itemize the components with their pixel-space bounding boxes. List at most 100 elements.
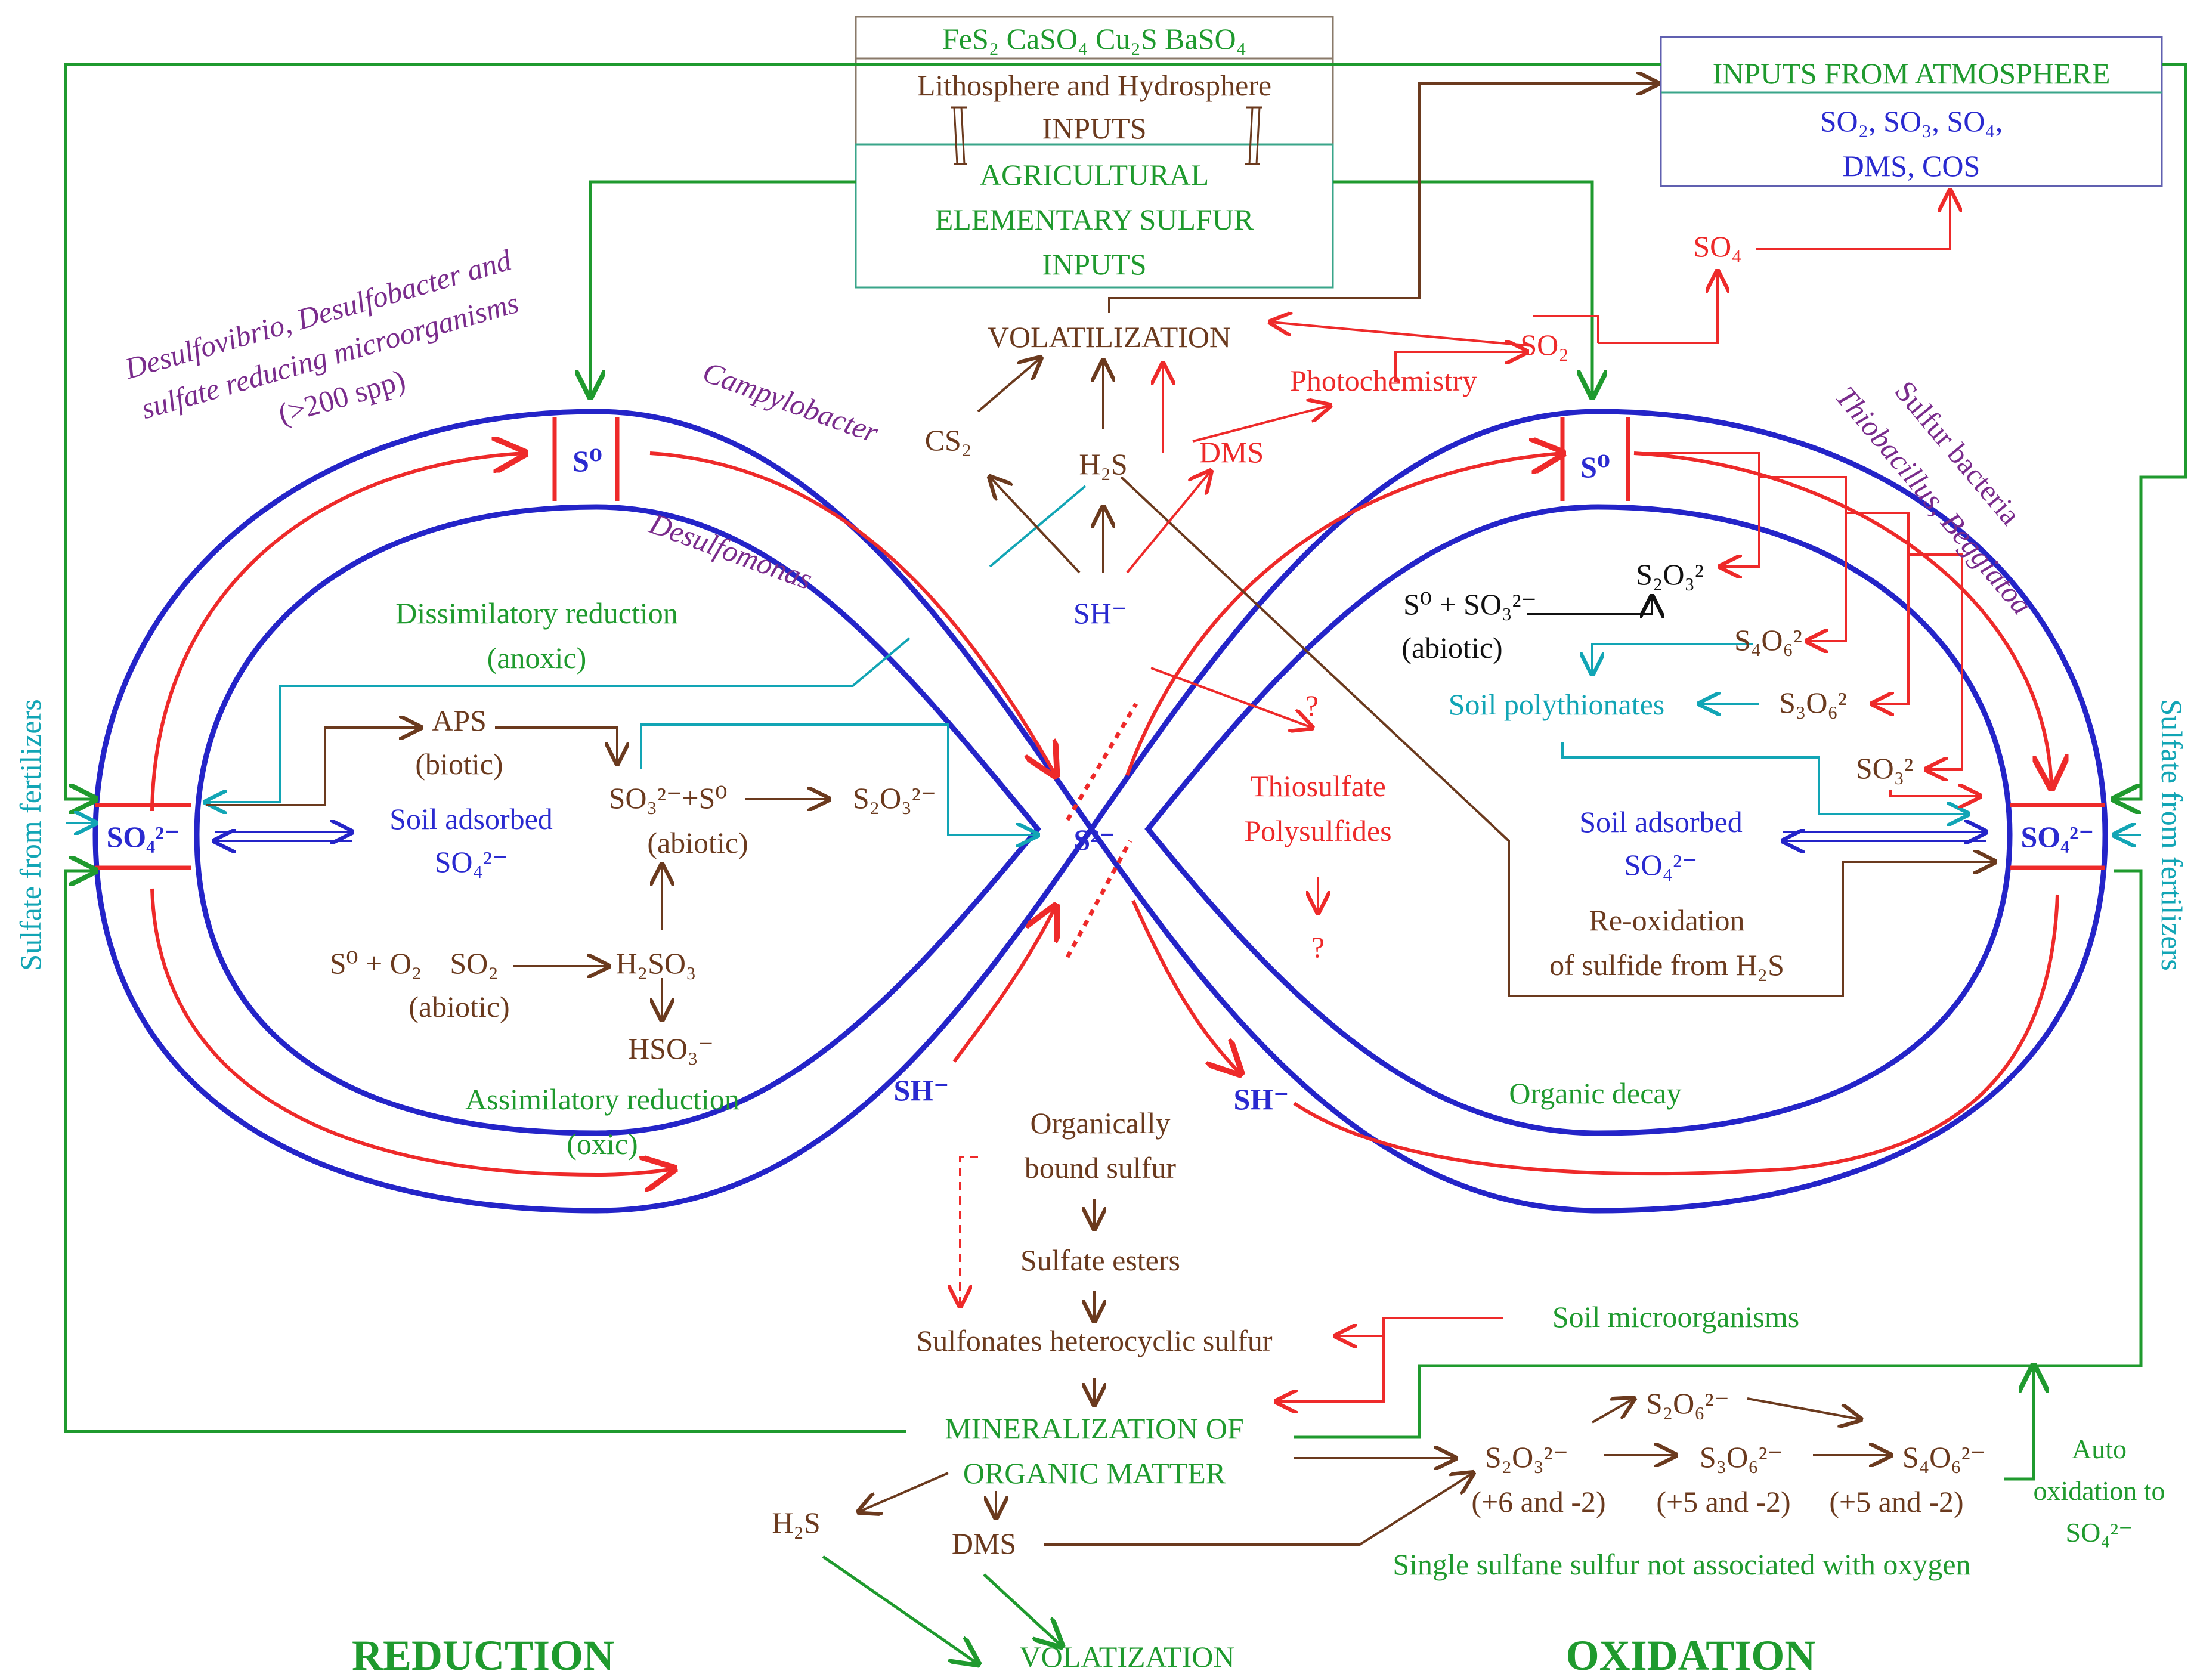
- s2o3-left-label: S₂O₃²⁻: [853, 781, 936, 815]
- left-fertilizer-label: Sulfate from fertilizers: [14, 699, 47, 970]
- dotted-connectors: [1065, 703, 1138, 958]
- inner-ring-right: [1144, 504, 2013, 1136]
- so3-right-label: SO₃²: [1856, 751, 1913, 785]
- h2so3-label: H₂SO₃: [616, 946, 697, 980]
- sh-right-label: SH⁻: [1233, 1082, 1289, 1116]
- s2o3-right-label: S₂O₃²: [1636, 558, 1704, 591]
- atmosphere-box: [1660, 36, 2163, 187]
- lithosphere-label: Lithosphere and Hydrosphere: [917, 69, 1271, 102]
- assimilatory-label: Assimilatory reduction: [465, 1082, 739, 1116]
- question-mark-1: ?: [1305, 689, 1319, 722]
- so2-left-label: SO₂: [450, 946, 498, 980]
- desulfomonas-label: Desulfomonas: [645, 506, 817, 596]
- auto-oxidation-1: Auto: [2072, 1434, 2127, 1464]
- species-bars: [95, 417, 2105, 870]
- red-connectors: [1126, 191, 1980, 1401]
- soil-adsorbed-exchange: [215, 832, 1986, 841]
- so4-left-label: SO₄²⁻: [106, 820, 180, 853]
- h2s-top-label: H₂S: [1079, 447, 1127, 481]
- dissimilatory-label: Dissimilatory reduction: [395, 596, 678, 630]
- oxidation-state-3: (+5 and -2): [1829, 1485, 1963, 1518]
- black-arrow: [1527, 596, 1652, 614]
- so4-atm-label: SO₄: [1693, 230, 1741, 263]
- cs2-label: CS₂: [925, 423, 972, 457]
- polysulfides-label: Polysulfides: [1244, 814, 1391, 847]
- sh-left-label: SH⁻: [893, 1073, 949, 1107]
- organic-decay-label: Organic decay: [1509, 1076, 1681, 1110]
- teal-connectors: [66, 485, 2141, 835]
- anoxic-label: (anoxic): [487, 641, 587, 675]
- campylobacter-label: Campylobacter: [698, 355, 883, 449]
- aps-label: APS: [432, 704, 487, 737]
- soil-adsorbed-right-so4: SO₄²⁻: [1624, 848, 1698, 881]
- organically-label: Organically: [1030, 1106, 1170, 1140]
- reoxidation-label: Re-oxidation: [1589, 904, 1744, 937]
- elementary-sulfur-label: ELEMENTARY SULFUR: [935, 203, 1254, 236]
- single-sulfane-label: Single sulfane sulfur not associated wit…: [1393, 1548, 1970, 1581]
- hso3-label: HSO₃⁻: [628, 1032, 714, 1065]
- sh-center-label: SH⁻: [1073, 596, 1127, 630]
- sulfate-esters-label: Sulfate esters: [1020, 1243, 1180, 1277]
- polythionates-label: Soil polythionates: [1449, 688, 1665, 721]
- atmosphere-gases-2: DMS, COS: [1843, 149, 1981, 182]
- oxidation-state-1: (+6 and -2): [1471, 1485, 1605, 1518]
- volatilization-label: VOLATILIZATION: [988, 320, 1231, 354]
- brown-connectors: [206, 83, 1995, 1546]
- s2-center-label: S²⁻: [1073, 823, 1115, 856]
- s0-o2-label: S⁰ + O₂: [330, 946, 422, 980]
- s3o6-right-label: S₃O₆²: [1779, 686, 1847, 719]
- s4o6-right-label: S₄O₆²: [1734, 623, 1802, 657]
- right-fertilizer-label: Sulfate from fertilizers: [2155, 699, 2189, 970]
- s0-left-label: S⁰: [573, 444, 602, 478]
- oxic-label: (oxic): [567, 1127, 638, 1161]
- s2o3-bottom-label: S₂O₃²⁻: [1485, 1440, 1568, 1474]
- aps-biotic-label: (biotic): [415, 747, 503, 781]
- sulfide-h2s-label: of sulfide from H₂S: [1549, 948, 1784, 982]
- question-mark-2: ?: [1311, 930, 1325, 964]
- s0-abiotic-label: (abiotic): [409, 990, 509, 1023]
- agricultural-label: AGRICULTURAL: [980, 158, 1209, 191]
- photochemistry-label: Photochemistry: [1290, 364, 1477, 397]
- organic-matter-label: ORGANIC MATTER: [963, 1456, 1226, 1490]
- outer-ring: [92, 409, 2108, 1214]
- agricultural-inputs-label: INPUTS: [1042, 247, 1146, 281]
- so3-abiotic-label: (abiotic): [647, 826, 748, 859]
- atmosphere-gases-1: SO₂, SO₃, SO₄,: [1820, 104, 2003, 138]
- lithosphere-inputs-label: INPUTS: [1042, 112, 1146, 145]
- inputs-connector-left: [951, 106, 967, 165]
- s0-so3-abiotic-label: (abiotic): [1401, 631, 1502, 664]
- auto-oxidation-2: oxidation to: [2033, 1475, 2165, 1506]
- so3-s0-label: SO₃²⁻+S⁰: [609, 781, 728, 815]
- auto-oxidation-3: SO₄²⁻: [2066, 1517, 2133, 1548]
- s4o6-bottom-label: S₄O₆²⁻: [1902, 1440, 1986, 1474]
- reducers-label-group: Desulfovibrio, Desulfobacter and sulfate…: [120, 243, 522, 431]
- s0-right-label: S⁰: [1580, 450, 1610, 484]
- so4-right-label: SO₄²⁻: [2020, 820, 2094, 853]
- s3o6-bottom-label: S₃O₆²⁻: [1700, 1440, 1783, 1474]
- minerals-label: FeS₂ CaSO₄ Cu₂S BaSO₄: [942, 22, 1246, 55]
- bound-sulfur-label: bound sulfur: [1025, 1151, 1177, 1184]
- mineralization-label: MINERALIZATION OF: [945, 1412, 1243, 1445]
- inner-ring-left: [194, 504, 1041, 1136]
- dms-bottom-label: DMS: [952, 1527, 1016, 1560]
- soil-adsorbed-left-so4: SO₄²⁻: [435, 845, 508, 878]
- s2o6-label: S₂O₆²⁻: [1646, 1387, 1729, 1420]
- soil-adsorbed-left-label: Soil adsorbed: [389, 802, 553, 836]
- h2s-bottom-label: H₂S: [772, 1506, 820, 1539]
- reduction-label: REDUCTION: [352, 1632, 614, 1679]
- atmosphere-title: INPUTS FROM ATMOSPHERE: [1713, 57, 2111, 90]
- so2-label: SO₂: [1520, 328, 1568, 361]
- inputs-connector-right: [1245, 106, 1262, 165]
- sulfonates-label: Sulfonates heterocyclic sulfur: [916, 1324, 1272, 1357]
- thiosulfate-label: Thiosulfate: [1250, 769, 1386, 803]
- dms-top-label: DMS: [1199, 435, 1264, 469]
- soil-microorganisms-label: Soil microorganisms: [1552, 1300, 1799, 1334]
- oxidation-state-2: (+5 and -2): [1656, 1485, 1790, 1518]
- volatization-label: VOLATIZATION: [1019, 1640, 1234, 1673]
- agricultural-box: [855, 143, 1334, 289]
- red-dashed-link: [960, 1156, 978, 1306]
- soil-adsorbed-right-label: Soil adsorbed: [1579, 805, 1743, 839]
- s0-so3-label: S⁰ + SO₃²⁻: [1403, 587, 1537, 621]
- oxidation-label: OXIDATION: [1566, 1632, 1816, 1679]
